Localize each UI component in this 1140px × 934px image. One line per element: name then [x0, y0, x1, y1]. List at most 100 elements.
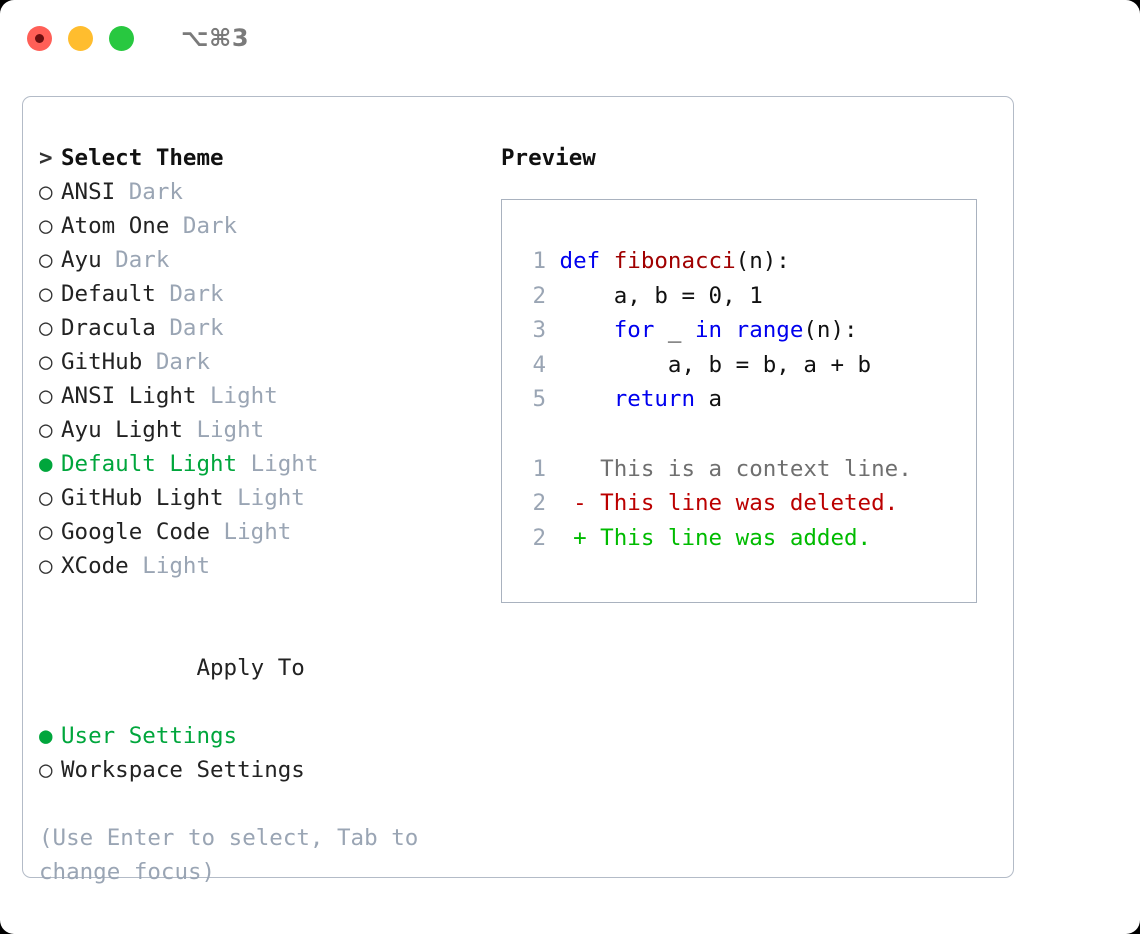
keyboard-hint: (Use Enter to select, Tab to change focu… [39, 825, 432, 885]
radio-unselected-icon: ○ [39, 213, 53, 239]
theme-variant-badge: Light [196, 383, 278, 409]
radio-unselected-icon: ○ [39, 315, 53, 341]
code-token-plain: _ [654, 317, 696, 343]
code-sample: 1 def fibonacci(n): 2 a, b = 0, 1 3 for _ … [520, 244, 976, 417]
theme-variant-badge: Light [182, 417, 265, 443]
gutter-space [546, 386, 560, 412]
line-number: 3 [532, 317, 546, 343]
theme-variant-badge: Dark [169, 213, 238, 239]
code-token-plain: (n): [803, 317, 858, 343]
theme-option[interactable]: ○ANSI Dark [39, 175, 485, 209]
line-number: 2 [532, 282, 546, 309]
diff-sample: 1 This is a context line.2 - This line w… [520, 452, 976, 556]
theme-option[interactable]: ● Default Light Light [39, 447, 485, 481]
theme-option-label: Default [61, 281, 156, 307]
code-token-keyword: def [559, 248, 614, 274]
radio-unselected-icon: ○ [39, 383, 53, 409]
close-button[interactable] [27, 25, 52, 51]
preview-column: Preview 1 def fibonacci(n): 2 a, b = 0, 1… [485, 141, 1013, 889]
theme-option[interactable]: ○ Atom One Dark [39, 209, 485, 243]
code-line: 1 def fibonacci(n): [520, 244, 976, 279]
theme-option[interactable]: ○ GitHub Dark [39, 345, 485, 379]
theme-option-label: Dracula [61, 315, 156, 341]
code-token-plain [560, 386, 614, 412]
code-diff-spacer [520, 417, 976, 452]
radio-unselected-icon: ○ [39, 349, 53, 375]
prompt-caret: > [39, 145, 53, 171]
theme-option[interactable]: ○ Ayu Light Light [39, 413, 485, 447]
theme-option[interactable]: ○Dracula Dark [39, 311, 485, 345]
code-token-plain: a, b = b, a + b [559, 351, 872, 378]
code-line: 3 for _ in range(n): [520, 313, 976, 348]
theme-option-label: Default Light [61, 451, 238, 477]
apply-to-option[interactable]: ○Workspace Settings [39, 753, 485, 787]
radio-unselected-icon: ○ [39, 519, 53, 545]
diff-line-text: - This line was deleted. [546, 490, 899, 516]
theme-option[interactable]: ○GitHub Light Light [39, 481, 485, 515]
apply-to-list: ● User Settings ○Workspace Settings [39, 719, 485, 787]
diff-line-added: 2 + This line was added. [520, 521, 976, 556]
apply-to-option-label: User Settings [61, 723, 238, 749]
hint-spacer [39, 787, 485, 821]
gutter-space [546, 283, 560, 309]
code-token-plain [722, 317, 736, 343]
theme-option-label: GitHub [61, 349, 143, 375]
diff-line-text: + This line was added. [546, 524, 872, 551]
apply-to-heading: Apply To [39, 617, 485, 719]
code-token-keyword: in [695, 317, 723, 343]
line-number: 1 [532, 455, 546, 482]
gutter-space [546, 352, 560, 378]
code-token-plain: a, b = 0, 1 [559, 282, 763, 309]
theme-option-label: Atom One [61, 213, 170, 239]
theme-option[interactable]: ○ Google Code Light [39, 515, 485, 549]
theme-selector-panel: >Select Theme ○ANSI Dark○Atom One Dark○A… [22, 96, 1014, 885]
maximize-button[interactable] [109, 25, 134, 51]
apply-to-option[interactable]: ● User Settings [39, 719, 485, 753]
line-number: 4 [532, 351, 546, 378]
minimize-button[interactable] [68, 25, 93, 51]
page-title: Select Theme [61, 145, 224, 171]
select-theme-heading: > Select Theme [39, 141, 485, 175]
theme-variant-badge: Light [210, 519, 292, 545]
theme-variant-badge: Dark [155, 281, 224, 307]
apply-to-label: Apply To [196, 655, 305, 681]
theme-option-label: Ayu [61, 247, 102, 273]
preview-box: 1 def fibonacci(n): 2 a, b = 0, 1 3 for _ … [501, 199, 977, 603]
code-token-keyword: for [613, 317, 655, 343]
code-token-plain: a [695, 386, 723, 412]
radio-selected-icon: ● [39, 723, 53, 749]
theme-option-label: ANSI [61, 179, 116, 205]
code-line: 4 a, b = b, a + b [520, 348, 976, 383]
theme-variant-badge: Light [237, 451, 319, 477]
line-number: 5 [532, 386, 546, 412]
title-bar: ⌥⌘3 [0, 0, 1140, 76]
radio-selected-icon: ● [39, 451, 53, 477]
theme-option-label: XCode [61, 553, 129, 579]
radio-unselected-icon: ○ [39, 247, 53, 273]
gutter-space [546, 248, 560, 274]
radio-unselected-icon: ○ [39, 281, 53, 307]
line-number: 2 [532, 524, 546, 551]
line-number: 2 [532, 490, 546, 516]
theme-variant-badge: Dark [142, 349, 211, 375]
code-token-plain: (n): [735, 248, 790, 274]
theme-option[interactable]: ○ANSI Light Light [39, 379, 485, 413]
radio-unselected-icon: ○ [39, 757, 53, 783]
diff-line-deleted: 2 - This line was deleted. [520, 486, 976, 521]
traffic-lights [27, 25, 134, 51]
theme-option[interactable]: ○ Default Dark [39, 277, 485, 311]
radio-unselected-icon: ○ [39, 179, 53, 205]
code-token-keyword: return [613, 386, 696, 412]
theme-variant-badge: Light [223, 485, 305, 511]
theme-option[interactable]: ○XCode Light [39, 549, 485, 583]
code-token-keyword: range [735, 317, 804, 343]
code-token-plain [560, 317, 614, 343]
theme-option[interactable]: ○Ayu Dark [39, 243, 485, 277]
theme-list-column: >Select Theme ○ANSI Dark○Atom One Dark○A… [23, 141, 485, 889]
theme-option-label: Ayu Light [61, 417, 183, 443]
theme-option-label: Google Code [61, 519, 211, 545]
diff-line-context: 1 This is a context line. [520, 452, 976, 487]
radio-unselected-icon: ○ [39, 417, 53, 443]
preview-heading: Preview [501, 145, 596, 171]
